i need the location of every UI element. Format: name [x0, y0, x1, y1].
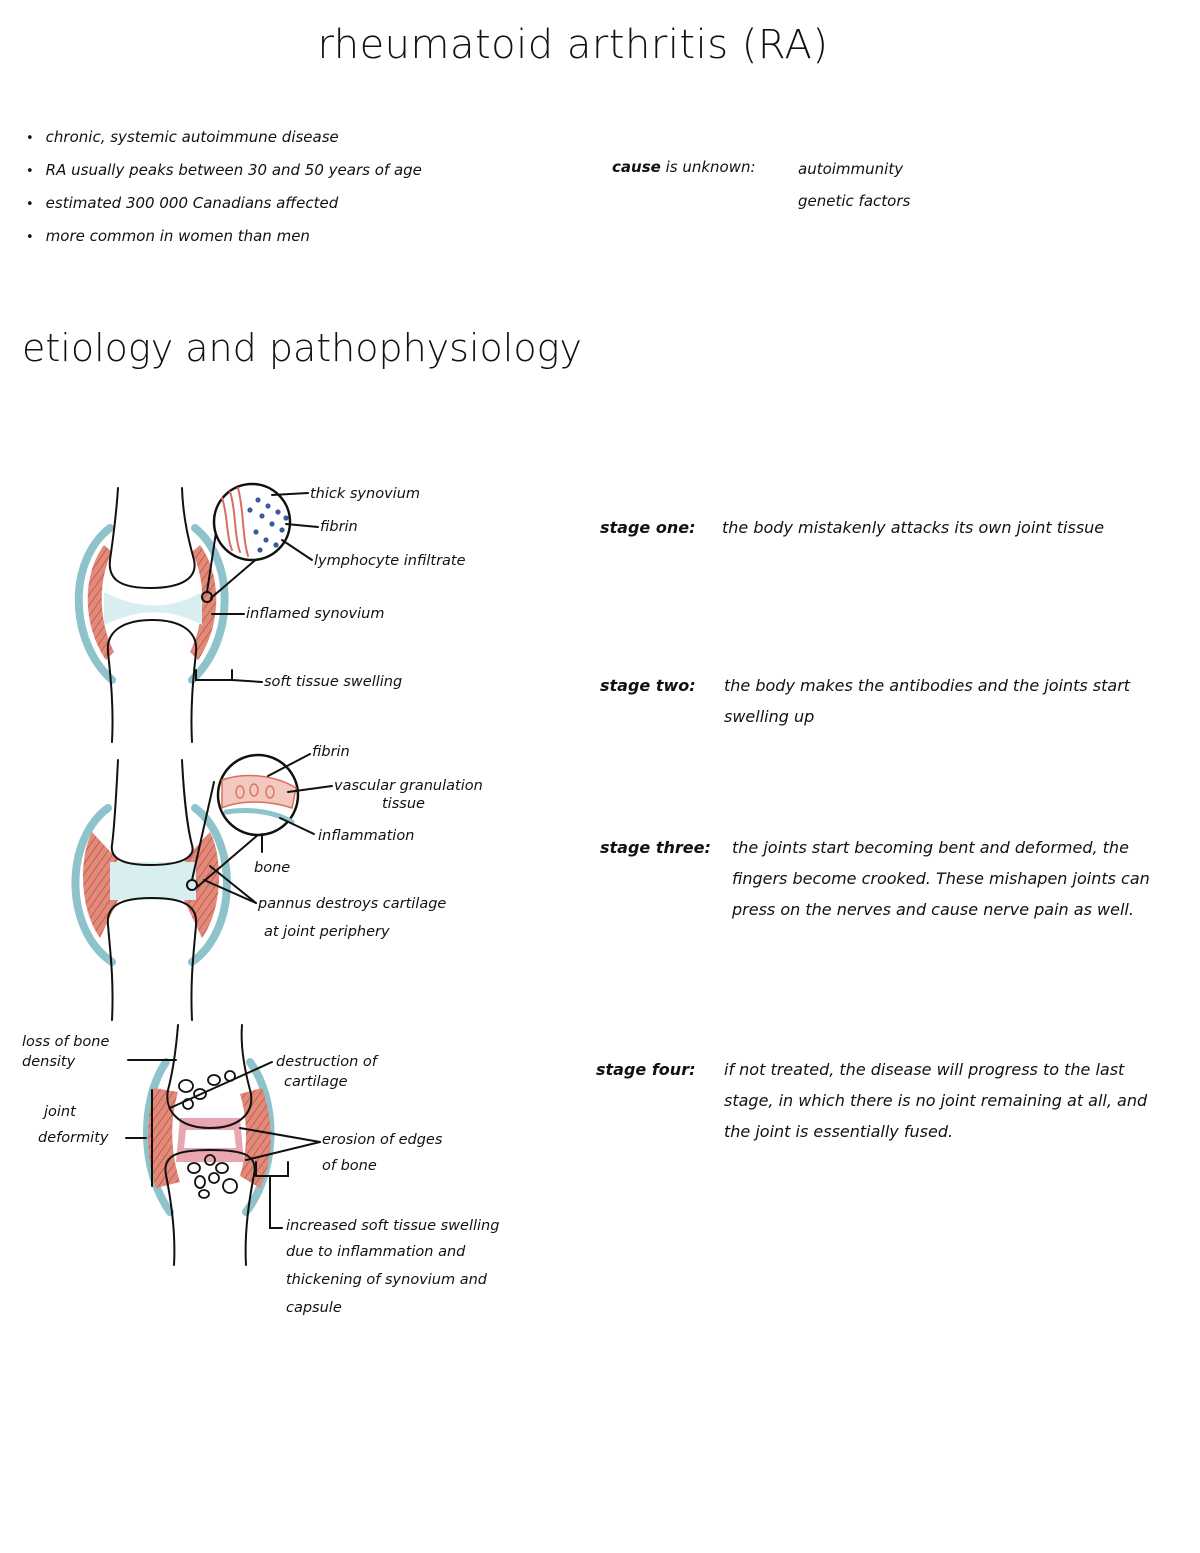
label-density: density	[22, 1054, 76, 1070]
bullet-item: RA usually peaks between 30 and 50 years…	[26, 159, 422, 192]
label-joint: joint	[44, 1104, 76, 1120]
cause-factor: autoimmunity	[798, 160, 904, 178]
capsule-outline	[188, 804, 231, 966]
lymphocyte-infiltrate	[247, 497, 289, 553]
lower-bone	[106, 618, 198, 743]
label-vascular-granulation: vascular granulation	[334, 778, 483, 794]
intro-bullet-list: chronic, systemic autoimmune disease RA …	[26, 126, 422, 258]
label-capsule: capsule	[286, 1300, 342, 1316]
label-deformity: deformity	[38, 1130, 109, 1146]
label-inflamed-synovium: inflamed synovium	[246, 606, 385, 622]
stage-four-text: if not treated, the disease will progres…	[724, 1060, 1148, 1141]
bullet-item: estimated 300 000 Canadians affected	[26, 192, 422, 225]
label-thickening: thickening of synovium and	[286, 1272, 488, 1288]
label-tissue: tissue	[382, 796, 425, 812]
label-pannus: pannus destroys cartilage	[258, 896, 447, 912]
synovium	[87, 545, 114, 660]
label-erosion-of-edges: erosion of edges	[322, 1132, 443, 1148]
label-inflammation: inflammation	[318, 828, 415, 844]
label-due-to-inflammation: due to inflammation and	[286, 1244, 466, 1260]
cause-statement: cause is unknown:	[612, 158, 756, 176]
joint-space-fluid	[104, 592, 202, 625]
label-lymphocyte-infiltrate: lymphocyte infiltrate	[314, 553, 466, 569]
upper-bone	[108, 487, 196, 590]
inflammation-layer	[223, 807, 295, 825]
stage-one-joint-diagram	[74, 482, 319, 743]
stage-two-text: the body makes the antibodies and the jo…	[724, 676, 1131, 726]
vessels	[235, 783, 275, 799]
cause-text: is unknown:	[665, 158, 756, 176]
stage-four-joint-diagram	[125, 1024, 321, 1266]
stage-three-text: the joints start becoming bent and defor…	[732, 838, 1150, 919]
page-title: rheumatoid arthritis (RA)	[317, 22, 829, 68]
capsule-outline	[71, 804, 116, 966]
lower-bone	[164, 1148, 256, 1266]
cause-factor: genetic factors	[798, 192, 911, 210]
label-soft-tissue-swelling: soft tissue swelling	[264, 674, 403, 690]
label-bone: bone	[254, 860, 291, 876]
joint-space	[184, 1130, 236, 1148]
lower-bone	[106, 896, 198, 1021]
label-joint-periphery: at joint periphery	[264, 924, 390, 940]
label-thick-synovium: thick synovium	[310, 486, 421, 502]
label-cartilage: cartilage	[284, 1074, 348, 1090]
bullet-item: chronic, systemic autoimmune disease	[26, 126, 422, 159]
section-heading: etiology and pathophysiology	[22, 326, 582, 370]
fibrin-strands	[221, 487, 249, 557]
granulation-tissue	[221, 774, 297, 810]
stage-two-joint-diagram	[71, 753, 333, 1021]
label-increased-swelling: increased soft tissue swelling	[286, 1218, 500, 1234]
cause-factor-list: autoimmunity genetic factors	[798, 158, 910, 222]
stage-four-label: stage four:	[596, 1060, 696, 1079]
cause-label: cause	[612, 158, 661, 176]
stage-one-text: the body mistakenly attacks its own join…	[722, 518, 1105, 537]
label-of-bone: of bone	[322, 1158, 377, 1174]
capsule-outline	[143, 1058, 174, 1216]
label-destruction-of: destruction of	[276, 1054, 377, 1070]
capsule-outline	[188, 524, 229, 684]
upper-bone	[110, 759, 194, 867]
stage-three-label: stage three:	[600, 838, 711, 857]
bullet-item: more common in women than men	[26, 225, 422, 258]
stage-one-label: stage one:	[600, 518, 696, 537]
label-fibrin: fibrin	[312, 744, 350, 760]
stage-two-label: stage two:	[600, 676, 696, 695]
joint-space-fluid	[110, 862, 196, 900]
capsule-outline	[74, 524, 116, 684]
label-loss-of-bone: loss of bone	[22, 1034, 110, 1050]
label-fibrin: fibrin	[320, 519, 358, 535]
